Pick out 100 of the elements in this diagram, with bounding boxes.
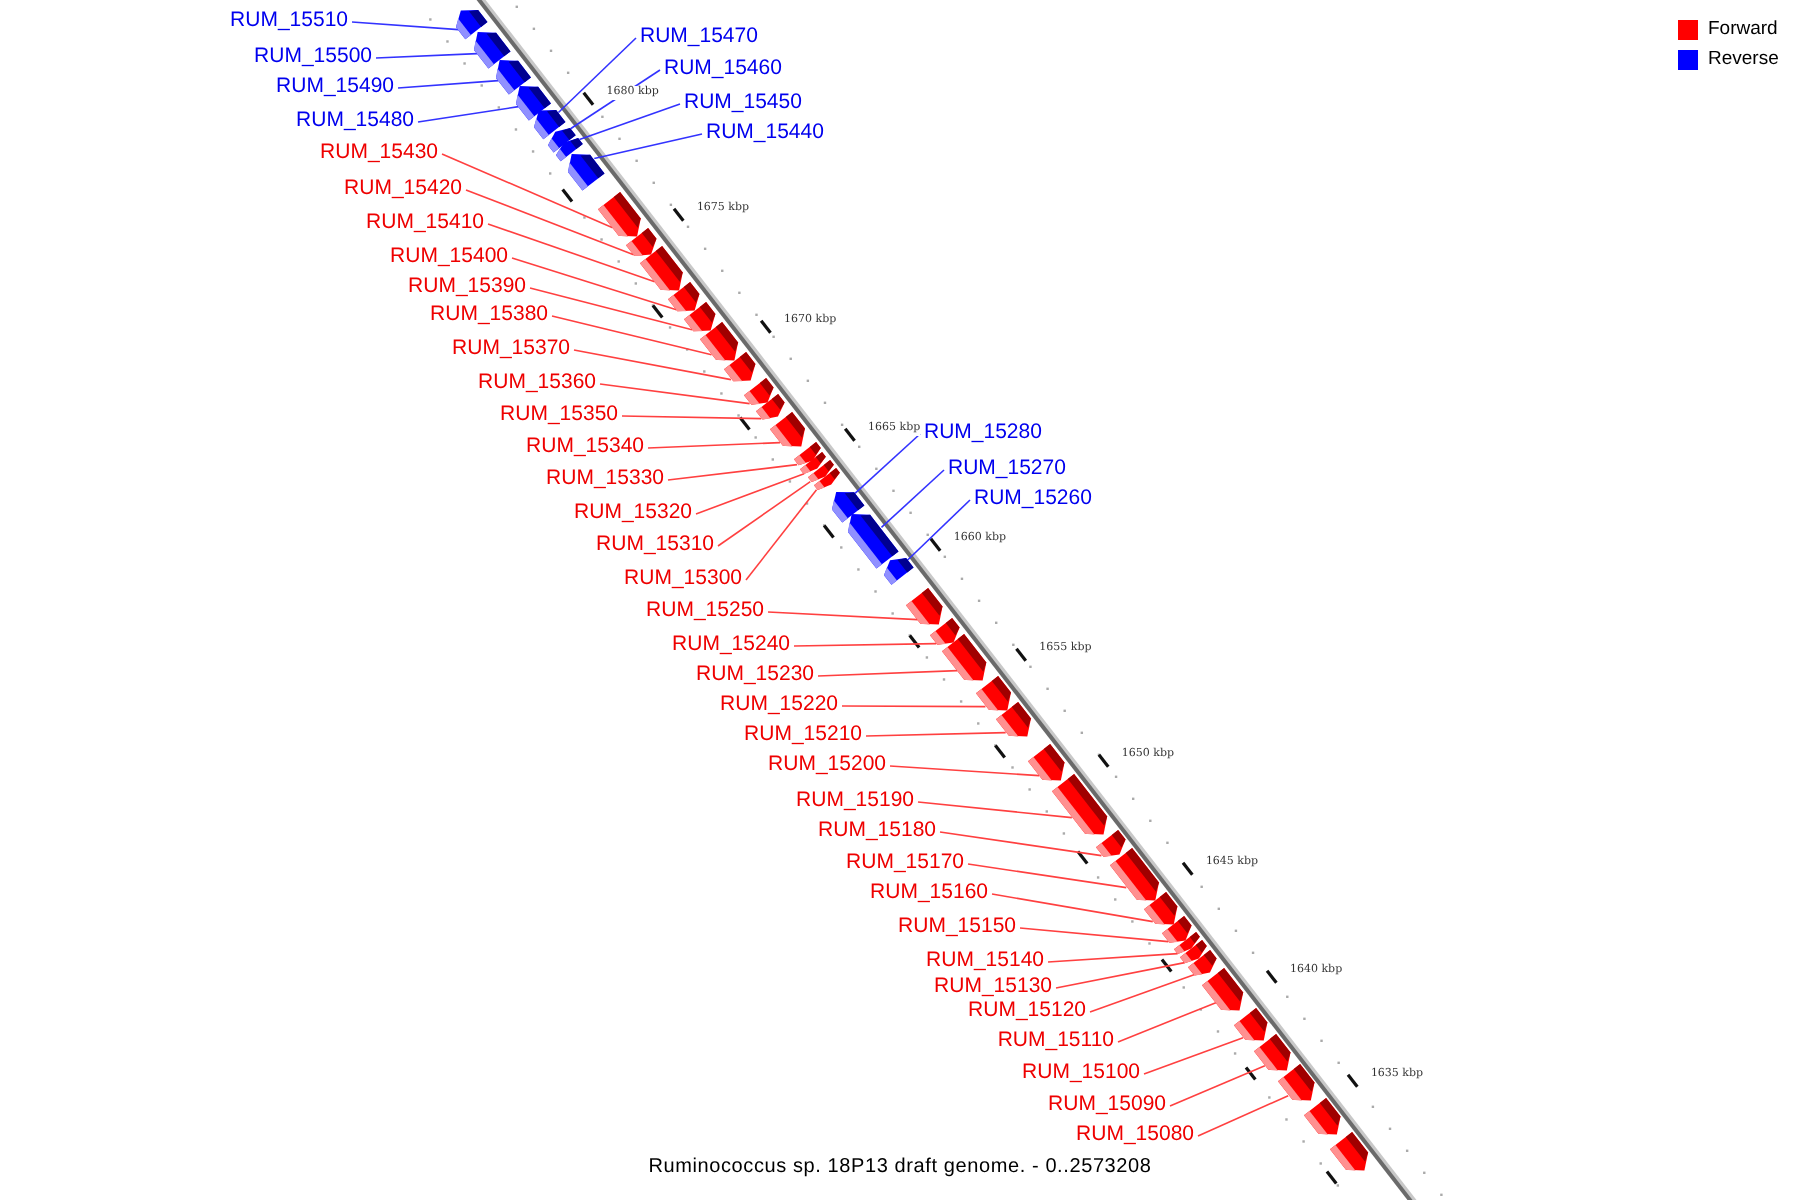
leader-line: [1055, 961, 1186, 989]
leader-line: [465, 189, 635, 256]
leader-line: [695, 472, 805, 515]
gene-label: RUM_15170: [846, 850, 964, 874]
leader-line: [599, 383, 751, 405]
gene-block: [1143, 892, 1177, 926]
gene-block: [598, 192, 642, 238]
gene-block: [813, 468, 840, 491]
leader-line: [351, 21, 460, 31]
leader-line: [1047, 952, 1179, 963]
gene-label: RUM_15220: [720, 692, 838, 716]
leader-line: [880, 469, 945, 529]
leader-line: [967, 863, 1128, 889]
gene-label: RUM_15390: [408, 274, 526, 298]
legend-label: Forward: [1708, 18, 1778, 40]
gene-label: RUM_15480: [296, 108, 414, 132]
gene-label: RUM_15230: [696, 662, 814, 686]
leader-line: [417, 105, 520, 123]
gene-label: RUM_15260: [974, 486, 1092, 510]
gene-label: RUM_15240: [672, 632, 790, 656]
gene-label: RUM_15320: [574, 500, 692, 524]
gene-block: [1188, 950, 1218, 977]
leader-line: [487, 223, 656, 283]
gene-label: RUM_15090: [1048, 1092, 1166, 1116]
leader-line: [939, 831, 1103, 857]
leader-line: [551, 315, 713, 356]
gene-block: [1277, 1064, 1314, 1102]
leader-line: [841, 705, 987, 708]
gene-block: [1253, 1034, 1291, 1072]
gene-block: [1095, 830, 1125, 858]
gene-label: RUM_15510: [230, 8, 348, 32]
gene-label: RUM_15110: [997, 1028, 1114, 1052]
gene-label: RUM_15500: [254, 44, 372, 68]
gene-block: [1202, 968, 1244, 1012]
gene-label: RUM_15140: [926, 948, 1044, 972]
gene-block: [699, 322, 738, 362]
gene-block: [942, 634, 987, 682]
gene-label: RUM_15490: [276, 74, 394, 98]
leader-line: [745, 488, 818, 581]
leader-line: [397, 79, 500, 89]
gene-block: [906, 588, 944, 626]
leader-line: [375, 52, 478, 59]
gene-label: RUM_15430: [320, 140, 438, 164]
gene-block: [1233, 1008, 1268, 1042]
leader-line: [1089, 973, 1195, 1013]
gene-label: RUM_15190: [796, 788, 914, 812]
leader-line: [717, 480, 812, 547]
gene-block: [1162, 916, 1192, 944]
gene-label: RUM_15420: [344, 176, 462, 200]
gene-label: RUM_15160: [870, 880, 988, 904]
leader-line: [621, 415, 763, 420]
gene-block: [668, 282, 701, 312]
gene-block: [755, 394, 785, 421]
gene-label: RUM_15350: [500, 402, 618, 426]
gene-label: RUM_15080: [1076, 1122, 1194, 1146]
gene-block: [684, 302, 716, 332]
leader-line: [529, 287, 693, 331]
gene-label: RUM_15440: [706, 120, 824, 144]
leader-line: [578, 103, 681, 141]
leader-line: [817, 669, 959, 677]
gene-label: RUM_15370: [452, 336, 570, 360]
gene-label: RUM_15400: [390, 244, 508, 268]
gene-block: [1109, 848, 1159, 902]
gene-block: [626, 228, 658, 257]
gene-label: RUM_15340: [526, 434, 644, 458]
gene-label: RUM_15470: [640, 24, 758, 48]
gene-label: RUM_15330: [546, 466, 664, 490]
leader-line: [906, 499, 971, 562]
leader-line: [557, 37, 637, 114]
gene-label: RUM_15130: [934, 974, 1052, 998]
gene-label: RUM_15450: [684, 90, 802, 114]
gene-label: RUM_15270: [948, 456, 1066, 480]
gene-label: RUM_15460: [664, 56, 782, 80]
gene-block: [930, 618, 960, 646]
gene-block: [995, 702, 1031, 738]
gene-label: RUM_15300: [624, 566, 742, 590]
gene-block: [975, 676, 1011, 712]
gene-block: [1028, 744, 1065, 782]
gene-block: [723, 352, 755, 382]
gene-block: [769, 412, 805, 448]
leader-line: [441, 153, 614, 229]
gene-label: RUM_15200: [768, 752, 886, 776]
gene-label: RUM_15100: [1022, 1060, 1140, 1084]
leader-line: [1169, 1064, 1266, 1107]
gene-block: [848, 513, 900, 568]
leader-line: [793, 642, 938, 647]
gene-block: [640, 246, 684, 292]
gene-block: [1303, 1098, 1341, 1136]
gene-label: RUM_15310: [596, 532, 714, 556]
leader-line: [1143, 1036, 1244, 1075]
gene-block: [1330, 1132, 1369, 1172]
caption: Ruminococcus sp. 18P13 draft genome. - 0..2573208: [648, 1156, 1152, 1178]
gene-label: RUM_15410: [366, 210, 484, 234]
leader-line: [573, 349, 732, 381]
leader-line: [767, 611, 919, 621]
leader-line: [1197, 1094, 1289, 1137]
leader-line: [865, 731, 1007, 737]
legend-label: Reverse: [1708, 48, 1779, 70]
gene-label: RUM_15380: [430, 302, 548, 326]
gene-label: RUM_15280: [924, 420, 1042, 444]
